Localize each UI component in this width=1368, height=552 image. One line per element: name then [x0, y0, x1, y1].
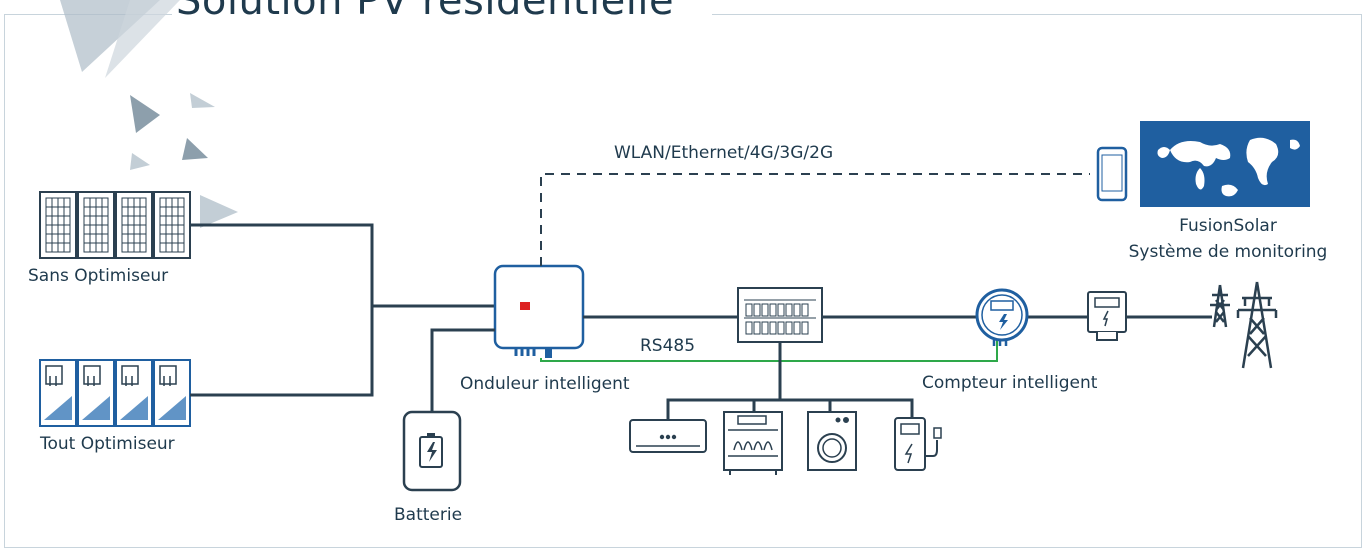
monitoring-label-title: FusionSolar: [1179, 216, 1277, 236]
ev-charger-icon: [894, 417, 942, 471]
page-title: Solution PV résidentielle: [176, 0, 675, 24]
optimizer-boxes: [45, 365, 177, 386]
decorative-triangles: [60, 0, 238, 228]
air-conditioner-icon: [629, 419, 707, 453]
panels-with-optimizer-label: Tout Optimiseur: [40, 434, 175, 454]
title-background: [172, 0, 712, 28]
smartphone-icon: [1096, 146, 1128, 202]
rs485-label: RS485: [640, 336, 696, 356]
solar-panel-grid: [45, 197, 185, 253]
grid-meter-icon: [1087, 291, 1127, 341]
washing-machine-icon: [807, 411, 857, 471]
battery-wire: [430, 328, 495, 412]
distribution-board-icon: [737, 287, 823, 343]
inverter-label: Onduleur intelligent: [460, 374, 630, 394]
appliance-wiring: [666, 342, 914, 420]
optimizer-panel-shading: [44, 396, 186, 420]
rs485-line: [540, 340, 998, 362]
dc-wiring: [190, 223, 495, 397]
communication-label: WLAN/Ethernet/4G/3G/2G: [614, 143, 834, 163]
transmission-tower-icon: [1210, 281, 1278, 369]
world-map-icon: [1140, 121, 1310, 207]
monitoring-label-subtitle: Système de monitoring: [1128, 242, 1328, 262]
meter-label: Compteur intelligent: [922, 373, 1098, 393]
panels-without-optimizer-label: Sans Optimiseur: [28, 266, 169, 286]
smart-meter-icon: [975, 288, 1029, 346]
battery-icon: [402, 410, 462, 492]
inverter-icon: [493, 264, 585, 358]
dishwasher-icon: [723, 411, 783, 475]
communication-line: [540, 173, 1090, 266]
battery-label: Batterie: [394, 505, 463, 525]
